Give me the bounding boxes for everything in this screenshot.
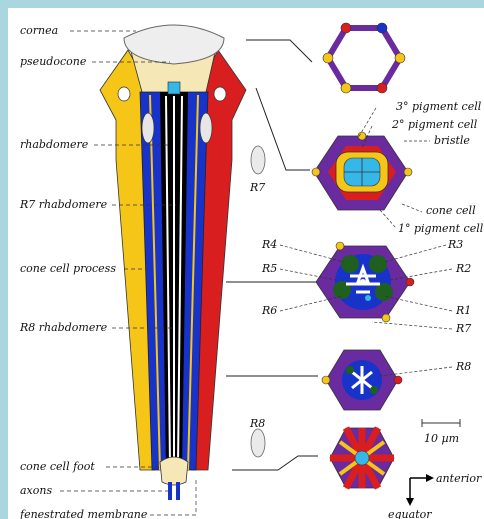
- label-R2: R2: [455, 262, 471, 275]
- label-R8-section: R8: [455, 360, 471, 373]
- label-axons: axons: [20, 484, 52, 497]
- ommatidium-diagram: cornea pseudocone rhabdomere R7 rhabdome…: [8, 8, 484, 519]
- label-pigment1: 1° pigment cell: [398, 222, 484, 235]
- cross-section-r8: [322, 350, 402, 410]
- diagram-panel: cornea pseudocone rhabdomere R7 rhabdome…: [8, 8, 484, 519]
- label-rhabdomere: rhabdomere: [20, 138, 89, 151]
- label-r8: R8: [249, 417, 265, 430]
- label-R4: R4: [261, 238, 277, 251]
- r7-oval: [251, 146, 265, 174]
- cross-section-cornea: [323, 23, 405, 93]
- scale-bar-label: 10 µm: [424, 432, 459, 445]
- label-pigment2: 2° pigment cell: [391, 118, 478, 131]
- label-r8-rhabdomere: R8 rhabdomere: [19, 321, 108, 334]
- label-cone-cell: cone cell: [426, 204, 476, 217]
- label-r7: R7: [249, 181, 265, 194]
- label-anterior: anterior: [436, 472, 482, 485]
- label-R6: R6: [261, 304, 277, 317]
- r8-oval: [251, 429, 265, 457]
- label-r7-rhabdomere: R7 rhabdomere: [19, 198, 108, 211]
- label-R7-section: R7: [455, 322, 471, 335]
- label-cone-cell-process: cone cell process: [20, 262, 116, 275]
- label-R3: R3: [447, 238, 463, 251]
- label-R1: R1: [455, 304, 471, 317]
- label-equator: equator: [388, 508, 432, 519]
- label-cone-cell-foot: cone cell foot: [20, 460, 95, 473]
- label-cornea: cornea: [20, 24, 58, 37]
- cross-section-pigment: [312, 132, 412, 210]
- cross-section-r1-r7: [316, 242, 414, 322]
- label-fenestrated-membrane: fenestrated membrane: [19, 508, 148, 519]
- cross-section-base: [330, 428, 394, 488]
- label-bristle: bristle: [434, 134, 470, 147]
- label-pigment3: 3° pigment cell: [396, 100, 482, 113]
- label-R5: R5: [261, 262, 277, 275]
- label-pseudocone: pseudocone: [20, 55, 87, 68]
- longitudinal-section: [100, 25, 246, 500]
- cone-cell-foot-shape: [160, 457, 188, 485]
